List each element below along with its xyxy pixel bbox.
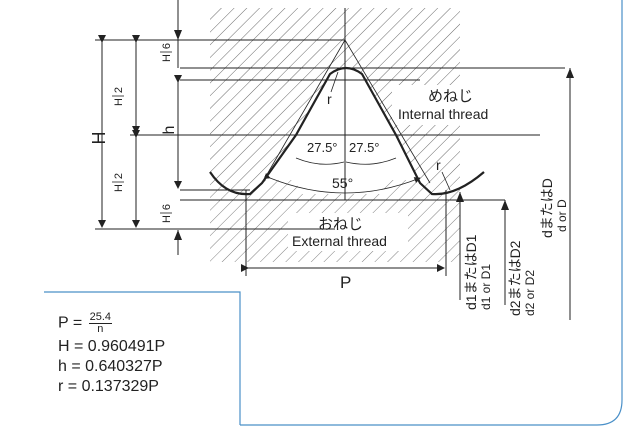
H-half-upper: H 2 (112, 87, 125, 106)
svg-text:6: 6 (161, 43, 173, 49)
svg-text:6: 6 (161, 204, 173, 210)
svg-text:H: H (113, 184, 125, 192)
internal-thread-en: Internal thread (398, 106, 488, 122)
formula-H: H = 0.960491P (58, 338, 166, 355)
formula-P-numerator: 25.4 (88, 311, 113, 324)
d1-label: d1またはD1 (463, 234, 479, 310)
H-sixth-upper: H 6 (160, 43, 173, 62)
H-half-lower: H 2 (112, 173, 125, 192)
formula-P: P = 25.4 n (58, 311, 113, 335)
H-sixth-lower: H 6 (160, 204, 173, 223)
d-label: dまたはD (539, 178, 555, 238)
svg-text:H: H (161, 215, 173, 223)
formula-box: P = 25.4 n H = 0.960491P h = 0.640327P r… (44, 292, 240, 418)
radius-top-label: r (327, 91, 332, 107)
formula-P-denominator: n (97, 323, 104, 335)
h-label: h (161, 126, 178, 135)
svg-text:2: 2 (113, 173, 125, 179)
formula-box-border (44, 291, 241, 425)
svg-text:H: H (113, 98, 125, 106)
d2-sub-label: d2 or D2 (523, 270, 537, 316)
d1-sub-label: d1 or D1 (479, 264, 493, 310)
external-thread-jp: おねじ (318, 216, 363, 233)
external-thread-en: External thread (292, 233, 387, 249)
angle-total-label: 55° (332, 175, 353, 191)
svg-text:2: 2 (113, 87, 125, 93)
formula-r: r = 0.137329P (58, 378, 159, 395)
P-label: P (340, 273, 351, 292)
svg-text:H: H (161, 54, 173, 62)
internal-thread-jp: めねじ (428, 88, 473, 105)
angle-right-label: 27.5° (349, 140, 380, 155)
d2-label: d2またはD2 (507, 240, 523, 316)
radius-right-label: r (436, 157, 441, 173)
formula-P-lhs: P = (58, 314, 83, 332)
formula-P-fraction: 25.4 n (88, 311, 113, 335)
H-label: H (89, 132, 109, 145)
outer-frame (240, 0, 623, 426)
d-sub-label: d or D (555, 199, 569, 232)
angle-left-label: 27.5° (307, 140, 338, 155)
formula-h: h = 0.640327P (58, 358, 163, 375)
